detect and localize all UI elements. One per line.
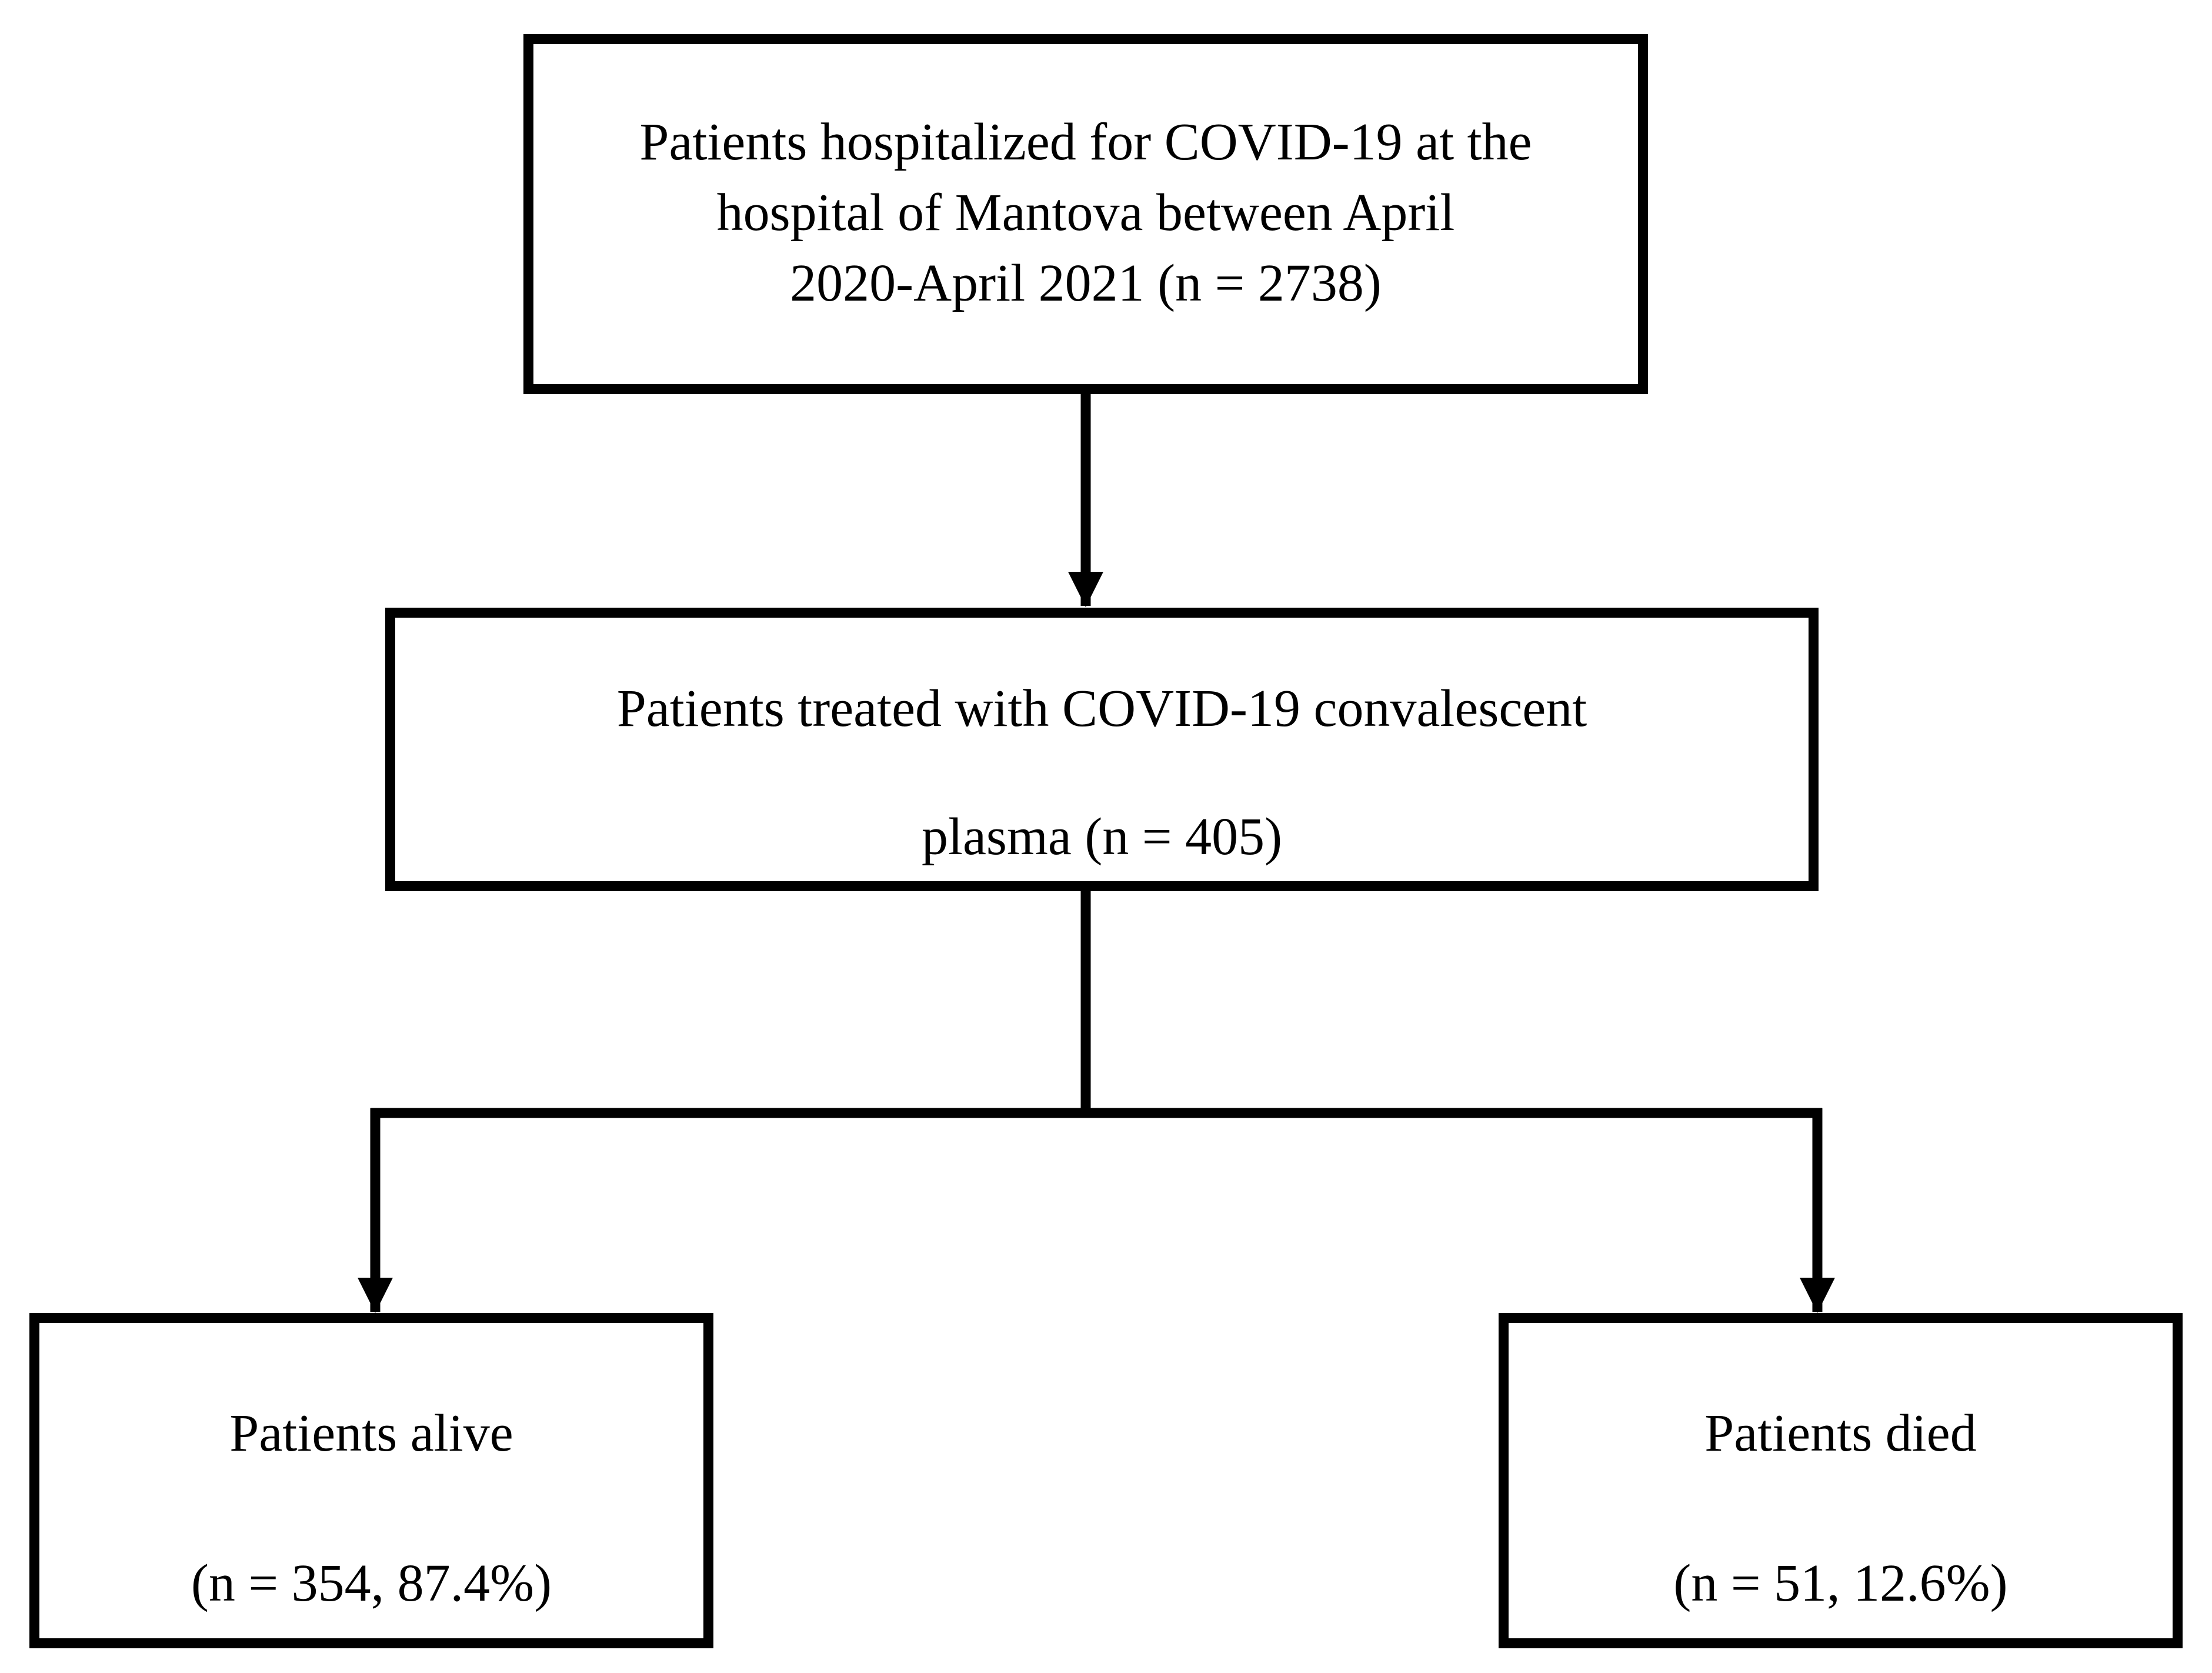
node-treated-line-2: plasma (n = 405) xyxy=(921,808,1283,866)
node-hospitalized-patients: Patients hospitalized for COVID-19 at th… xyxy=(523,34,1648,394)
node-alive-label: Patients alive xyxy=(229,1404,513,1462)
node-patients-died: Patients died (n = 51, 12.6%) xyxy=(1499,1313,2183,1648)
node-hospitalized-line-2: hospital of Mantova between April xyxy=(716,184,1455,242)
node-patients-alive: Patients alive (n = 354, 87.4%) xyxy=(29,1313,713,1648)
node-treated-line-1: Patients treated with COVID-19 convalesc… xyxy=(616,679,1587,738)
node-hospitalized-line-3: 2020-April 2021 (n = 2738) xyxy=(790,254,1382,312)
node-died-label: Patients died xyxy=(1704,1404,1977,1462)
node-hospitalized-line-1: Patients hospitalized for COVID-19 at th… xyxy=(639,113,1532,171)
node-plasma-treated-patients: Patients treated with COVID-19 convalesc… xyxy=(385,608,1819,891)
node-alive-count: (n = 354, 87.4%) xyxy=(191,1554,552,1612)
node-died-count: (n = 51, 12.6%) xyxy=(1673,1554,2008,1612)
